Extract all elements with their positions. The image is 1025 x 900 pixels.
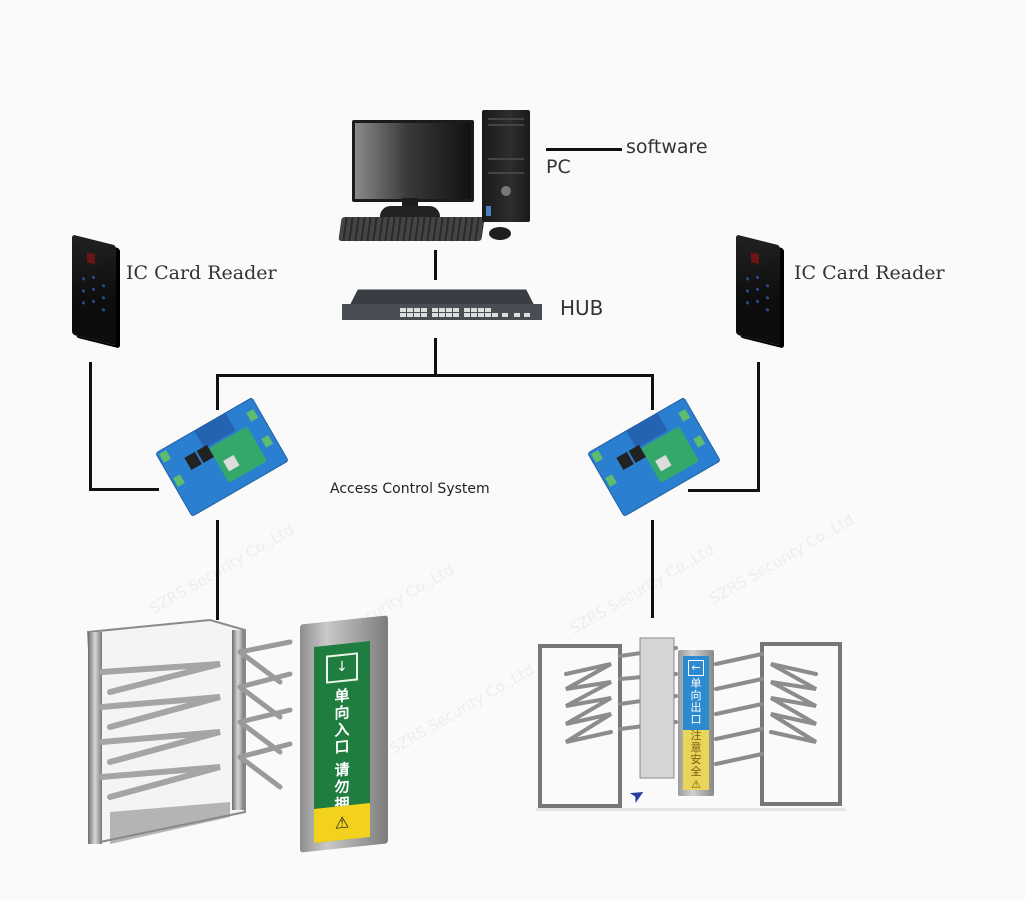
exit-sign-panel: ← 单向出口 注意安全 ⚠ <box>678 650 714 796</box>
entry-sign-panel: ↓ 单向入口 请勿拥挤 ⚠ <box>300 615 388 853</box>
hub-port-icon <box>421 308 427 312</box>
ic-card-reader-right-label: IC Card Reader <box>794 262 945 284</box>
watermark: SZRS Security Co.,Ltd <box>706 510 858 608</box>
hub-port-icon <box>464 308 470 312</box>
hub-port-icon <box>439 308 445 312</box>
hub-port-icon <box>400 308 406 312</box>
monitor-icon <box>352 120 474 202</box>
software-label: software <box>626 136 708 158</box>
edge-reader-left-vertical <box>89 362 92 490</box>
hub-uplink-port-icon <box>492 313 498 317</box>
entry-sign-text-1: 单向入口 <box>334 686 350 757</box>
turnstile-left-icon <box>86 618 293 844</box>
edge-controller-right-turnstile <box>651 520 654 618</box>
access-control-system-label: Access Control System <box>330 481 490 497</box>
hub-port-icon <box>407 308 413 312</box>
monitor-stand <box>402 198 418 208</box>
edge-reader-right-vertical <box>757 362 760 492</box>
hub-port-icon <box>432 308 438 312</box>
ic-card-reader-right-icon <box>736 234 780 346</box>
hub-uplink-port-icon <box>524 313 530 317</box>
hub-label: HUB <box>560 296 604 320</box>
exit-sign-text-2: 注意安全 <box>690 729 702 778</box>
ic-card-reader-left-label: IC Card Reader <box>126 262 277 284</box>
hub-port-icon <box>446 313 452 317</box>
pc-tower-icon <box>482 110 530 222</box>
edge-bus-right-drop <box>651 374 654 410</box>
edge-reader-left-horizontal <box>89 488 159 491</box>
access-controller-right-icon <box>587 396 721 518</box>
hub-uplink-port-icon <box>514 313 520 317</box>
access-controller-left-icon <box>155 396 289 518</box>
exit-arrow-icon: ← <box>688 660 704 676</box>
hub-port-icon <box>446 308 452 312</box>
keyboard-icon <box>338 217 485 241</box>
hub-port-icon <box>471 308 477 312</box>
ic-card-reader-left-icon <box>72 234 116 346</box>
monitor-base <box>380 206 440 218</box>
hub-port-icon <box>432 313 438 317</box>
warning-icon: ⚠ <box>691 778 701 791</box>
edge-pc-hub <box>434 250 437 280</box>
edge-reader-right-horizontal <box>688 489 760 492</box>
hub-switch-icon <box>342 288 542 332</box>
watermark: SZRS Security Co.,Ltd <box>146 520 298 618</box>
hub-port-icon <box>478 308 484 312</box>
hub-port-icon <box>471 313 477 317</box>
hub-port-icon <box>407 313 413 317</box>
hub-port-icon <box>485 308 491 312</box>
exit-sign-text-1: 单向出口 <box>690 677 702 726</box>
edge-controller-left-turnstile <box>216 520 219 620</box>
watermark: SZRS Security Co.,Ltd <box>566 540 718 638</box>
hub-uplink-port-icon <box>502 313 508 317</box>
hub-port-icon <box>453 308 459 312</box>
edge-bus-left-drop <box>216 374 219 410</box>
edge-hub-bus <box>434 338 437 376</box>
warning-icon: ⚠ <box>314 803 370 843</box>
hub-port-icon <box>453 313 459 317</box>
hub-port-icon <box>485 313 491 317</box>
pc-label: PC <box>546 156 571 178</box>
hub-port-icon <box>421 313 427 317</box>
mouse-icon <box>489 227 511 240</box>
entry-arrow-icon: ↓ <box>326 652 358 684</box>
edge-pc-software <box>546 148 622 151</box>
turnstile-right-icon <box>536 637 846 811</box>
watermark: SZRS Security Co.,Ltd <box>386 660 538 758</box>
hub-port-icon <box>400 313 406 317</box>
hub-port-icon <box>439 313 445 317</box>
hub-port-icon <box>478 313 484 317</box>
hub-port-icon <box>414 313 420 317</box>
hub-port-icon <box>464 313 470 317</box>
edge-bus-horizontal <box>216 374 654 377</box>
hub-port-icon <box>414 308 420 312</box>
